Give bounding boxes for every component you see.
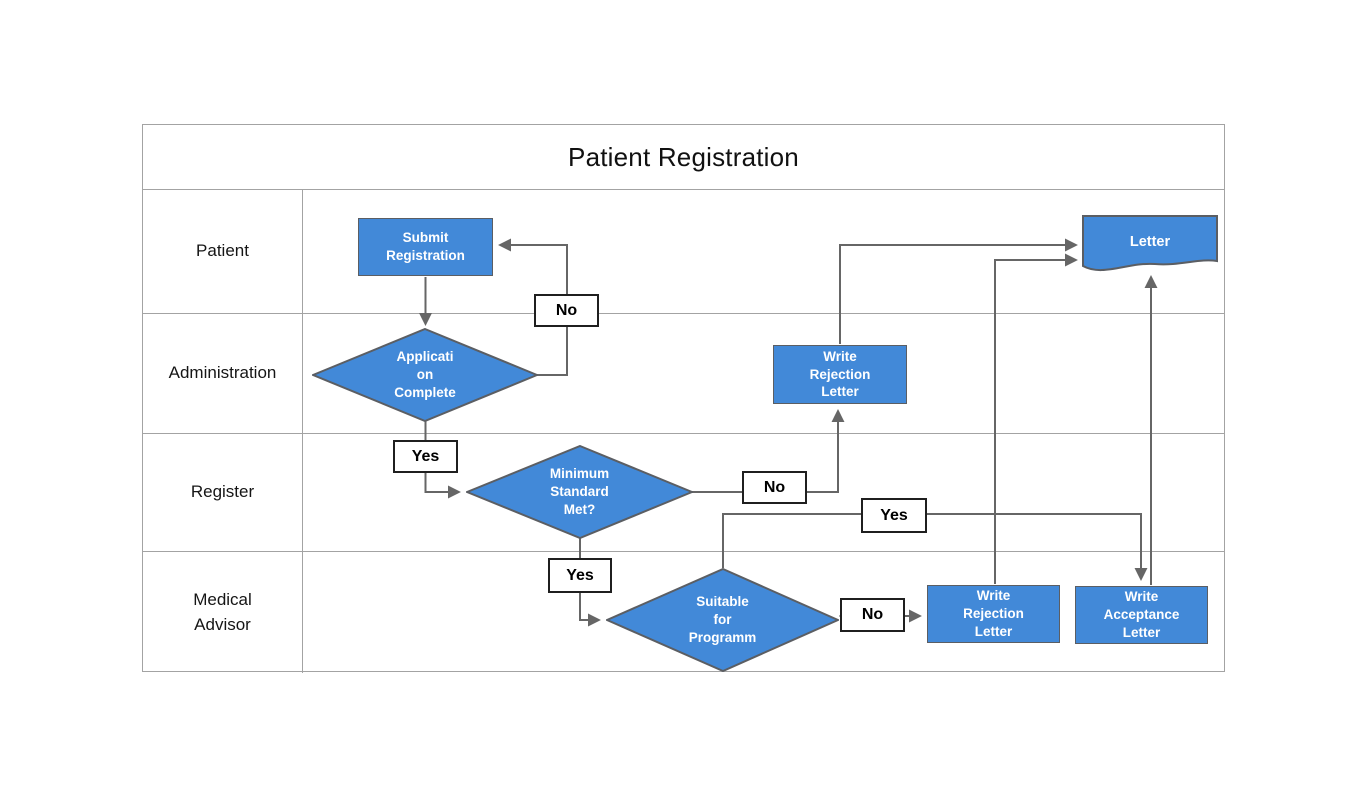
diagram-title-row: Patient Registration (143, 125, 1224, 189)
lane-register: Register (143, 433, 1224, 551)
diagram-title: Patient Registration (568, 141, 799, 172)
document-shape (1082, 215, 1218, 271)
lane-label-register: Register (190, 482, 255, 502)
node-minimum-standard-met[interactable]: Minimum Standard Met? (466, 445, 693, 539)
lane-label-medical-advisor: Medical Advisor (193, 589, 252, 634)
edge-label-minimum-no: No (742, 471, 807, 504)
node-label: Minimum Standard Met? (549, 466, 610, 517)
lane-administration: Administration (143, 313, 1224, 433)
diamond-shape (606, 568, 839, 672)
lane-label-cell-register: Register (143, 434, 303, 551)
node-label: Write Acceptance Letter (1103, 589, 1180, 640)
edge-label-application-yes: Yes (393, 440, 458, 473)
lane-label-cell-patient: Patient (143, 190, 303, 313)
node-letter[interactable]: Letter (1082, 215, 1218, 277)
edge-label-suitable-yes: Yes (861, 498, 927, 533)
node-suitable-for-programme[interactable]: Suitable for Programm (606, 568, 839, 672)
lane-label-patient: Patient (196, 241, 249, 261)
lane-medical-advisor: Medical Advisor (143, 551, 1224, 673)
node-write-rejection-letter-admin[interactable]: Write Rejection Letter (773, 345, 907, 404)
node-label: Letter (1129, 234, 1171, 251)
node-submit-registration[interactable]: Submit Registration (358, 218, 493, 276)
node-write-rejection-letter-medical[interactable]: Write Rejection Letter (927, 585, 1060, 643)
edge-label-suitable-no: No (840, 598, 905, 632)
node-label: Submit Registration (386, 230, 465, 263)
node-label: Applicati on Complete (394, 349, 456, 400)
node-label: Write Rejection Letter (809, 348, 871, 400)
lane-label-cell-administration: Administration (143, 314, 303, 433)
node-write-acceptance-letter[interactable]: Write Acceptance Letter (1075, 586, 1208, 644)
lane-label-cell-medical-advisor: Medical Advisor (143, 552, 303, 673)
lane-label-administration: Administration (168, 363, 277, 383)
edge-label-application-no: No (534, 294, 599, 327)
edge-label-minimum-yes: Yes (548, 558, 612, 593)
lane-patient: Patient (143, 189, 1224, 313)
node-application-complete[interactable]: Applicati on Complete (312, 328, 538, 422)
node-label: Write Rejection Letter (963, 588, 1024, 639)
swimlane-frame: Patient Registration Patient Administrat… (142, 124, 1225, 673)
node-label: Suitable for Programm (688, 594, 757, 645)
